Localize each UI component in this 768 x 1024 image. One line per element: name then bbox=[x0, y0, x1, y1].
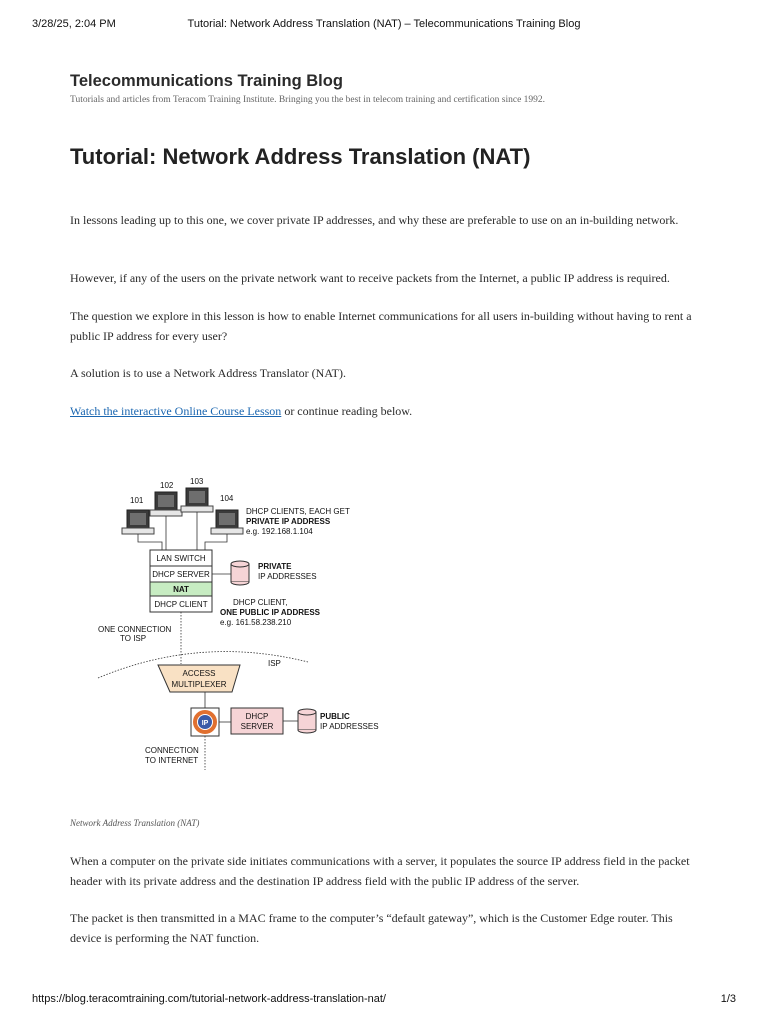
paragraph: However, if any of the users on the priv… bbox=[70, 271, 670, 285]
computer-104-icon bbox=[210, 509, 244, 535]
stack-label-nat: NAT bbox=[173, 585, 189, 594]
connection-internet-label: CONNECTION bbox=[145, 746, 199, 755]
nat-diagram: 101 102 103 104 LAN SWITCH DHCP SERVER N… bbox=[97, 477, 379, 770]
paragraph: The question we explore in this lesson i… bbox=[70, 309, 692, 343]
clients-label: e.g. 192.168.1.104 bbox=[246, 527, 313, 536]
blog-title[interactable]: Telecommunications Training Blog bbox=[70, 72, 343, 90]
lan-cables bbox=[137, 512, 228, 550]
computer-label: 101 bbox=[130, 496, 144, 505]
stack-label-dhcp-server: DHCP SERVER bbox=[152, 570, 210, 579]
public-db-label: IP ADDRESSES bbox=[320, 722, 379, 731]
connection-isp-label: ONE CONNECTION bbox=[98, 625, 172, 634]
print-datetime: 3/28/25, 2:04 PM bbox=[32, 18, 116, 30]
mux-label: MULTIPLEXER bbox=[172, 680, 227, 689]
mux-label: ACCESS bbox=[183, 669, 216, 678]
computer-label: 104 bbox=[220, 494, 234, 503]
paragraph: In lessons leading up to this one, we co… bbox=[70, 213, 679, 227]
private-db-label: IP ADDRESSES bbox=[258, 572, 317, 581]
computer-label: 102 bbox=[160, 481, 174, 490]
print-header: 3/28/25, 2:04 PM Tutorial: Network Addre… bbox=[32, 18, 736, 32]
blog-tagline: Tutorials and articles from Teracom Trai… bbox=[70, 95, 546, 105]
router-label: IP bbox=[202, 720, 209, 727]
private-database-icon bbox=[230, 560, 250, 586]
computer-101-icon bbox=[121, 509, 155, 535]
link-paragraph: Watch the interactive Online Course Less… bbox=[70, 401, 705, 421]
link-suffix: or continue reading below. bbox=[281, 404, 413, 418]
dhcp-server-label: DHCP bbox=[246, 712, 269, 721]
print-page-title: Tutorial: Network Address Translation (N… bbox=[187, 18, 581, 30]
private-db-label: PRIVATE bbox=[258, 562, 292, 571]
connection-isp-label: TO ISP bbox=[120, 634, 146, 643]
access-multiplexer bbox=[157, 664, 241, 693]
dhcp-server-label: SERVER bbox=[241, 722, 274, 731]
post-title: Tutorial: Network Address Translation (N… bbox=[70, 144, 531, 169]
computer-label: 103 bbox=[190, 477, 204, 486]
paragraph: The packet is then transmitted in a MAC … bbox=[70, 911, 673, 945]
print-footer: https://blog.teracomtraining.com/tutoria… bbox=[32, 993, 736, 1007]
paragraph: A solution is to use a Network Address T… bbox=[70, 366, 346, 380]
client-label: DHCP CLIENT, bbox=[233, 598, 288, 607]
ip-router-icon bbox=[190, 707, 220, 737]
print-page-number: 1/3 bbox=[720, 993, 736, 1005]
stack-label-switch: LAN SWITCH bbox=[156, 554, 206, 563]
public-database-icon bbox=[297, 708, 317, 734]
client-label: e.g. 161.58.238.210 bbox=[220, 618, 292, 627]
public-db-label: PUBLIC bbox=[320, 712, 350, 721]
figure-caption: Network Address Translation (NAT) bbox=[70, 818, 200, 828]
connection-internet-label: TO INTERNET bbox=[145, 756, 198, 765]
print-url: https://blog.teracomtraining.com/tutoria… bbox=[32, 993, 386, 1005]
stack-label-dhcp-client: DHCP CLIENT bbox=[154, 600, 207, 609]
computer-103-icon bbox=[180, 487, 214, 513]
clients-label: PRIVATE IP ADDRESS bbox=[246, 517, 331, 526]
computer-102-icon bbox=[149, 491, 183, 517]
isp-label: ISP bbox=[268, 659, 281, 668]
paragraph: When a computer on the private side init… bbox=[70, 854, 690, 888]
online-course-link[interactable]: Watch the interactive Online Course Less… bbox=[70, 404, 282, 418]
client-label: ONE PUBLIC IP ADDRESS bbox=[220, 608, 321, 617]
clients-label: DHCP CLIENTS, EACH GET bbox=[246, 507, 350, 516]
